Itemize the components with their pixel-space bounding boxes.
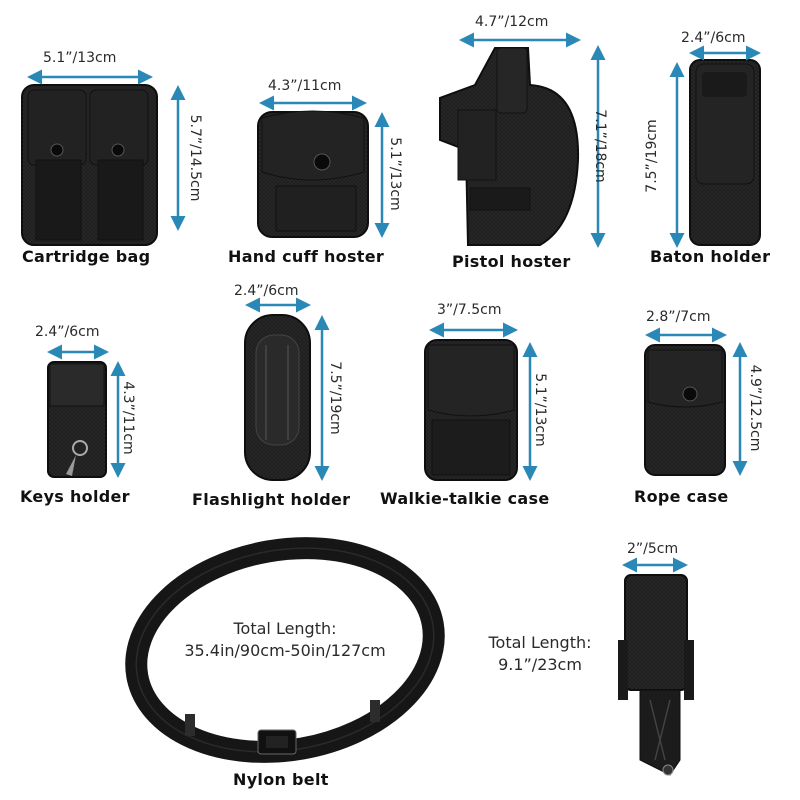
rope-case-width-label: 2.8”/7cm bbox=[646, 309, 711, 325]
flashlight-holder-height-label: 7.5”/19cm bbox=[327, 361, 343, 435]
small-holder-length-heading: Total Length: bbox=[488, 633, 592, 652]
nylon-belt-image bbox=[125, 537, 445, 763]
cartridge-bag-width-label: 5.1”/13cm bbox=[43, 50, 117, 66]
belt-length-heading: Total Length: bbox=[233, 619, 337, 638]
small-holder-length-value: 9.1”/23cm bbox=[498, 655, 582, 674]
nylon-belt-label: Nylon belt bbox=[233, 770, 329, 789]
handcuff-holster-height-label: 5.1”/13cm bbox=[387, 137, 403, 211]
handcuff-holster-image bbox=[257, 110, 369, 238]
handcuff-holster-label: Hand cuff hoster bbox=[228, 247, 385, 266]
baton-holder-height-label: 7.5”/19cm bbox=[644, 119, 660, 193]
walkie-talkie-case-height-label: 5.1”/13cm bbox=[532, 373, 548, 447]
walkie-talkie-case-image bbox=[424, 339, 518, 481]
rope-case-image bbox=[644, 344, 726, 476]
handcuff-holster-width-label: 4.3”/11cm bbox=[268, 78, 342, 94]
rope-case-label: Rope case bbox=[634, 487, 729, 506]
pistol-holster-label: Pistol hoster bbox=[452, 252, 571, 271]
belt-length-value: 35.4in/90cm-50in/127cm bbox=[184, 641, 386, 660]
rope-case-height-label: 4.9”/12.5cm bbox=[747, 364, 763, 452]
pistol-holster-image bbox=[439, 47, 580, 246]
flashlight-holder-label: Flashlight holder bbox=[192, 490, 351, 509]
cartridge-bag-height-label: 5.7”/14.5cm bbox=[187, 114, 203, 202]
small-holder-image bbox=[618, 574, 694, 776]
baton-holder-label: Baton holder bbox=[650, 247, 771, 266]
pistol-holster-width-label: 4.7”/12cm bbox=[475, 14, 549, 30]
keys-holder-label: Keys holder bbox=[20, 487, 130, 506]
pistol-holster-height-label: 7.1”/18cm bbox=[592, 109, 608, 183]
keys-holder-height-label: 4.3”/11cm bbox=[120, 381, 136, 455]
keys-holder-width-label: 2.4”/6cm bbox=[35, 324, 100, 340]
walkie-talkie-case-label: Walkie-talkie case bbox=[380, 489, 550, 508]
baton-holder-width-label: 2.4”/6cm bbox=[681, 30, 746, 46]
cartridge-bag-image bbox=[21, 84, 158, 246]
walkie-talkie-case-width-label: 3”/7.5cm bbox=[437, 302, 502, 318]
baton-holder-image bbox=[689, 59, 761, 246]
flashlight-holder-width-label: 2.4”/6cm bbox=[234, 283, 299, 299]
small-holder-width-label: 2”/5cm bbox=[627, 541, 679, 557]
keys-holder-image bbox=[47, 361, 107, 478]
flashlight-holder-image bbox=[244, 314, 311, 481]
cartridge-bag-label: Cartridge bag bbox=[22, 247, 151, 266]
